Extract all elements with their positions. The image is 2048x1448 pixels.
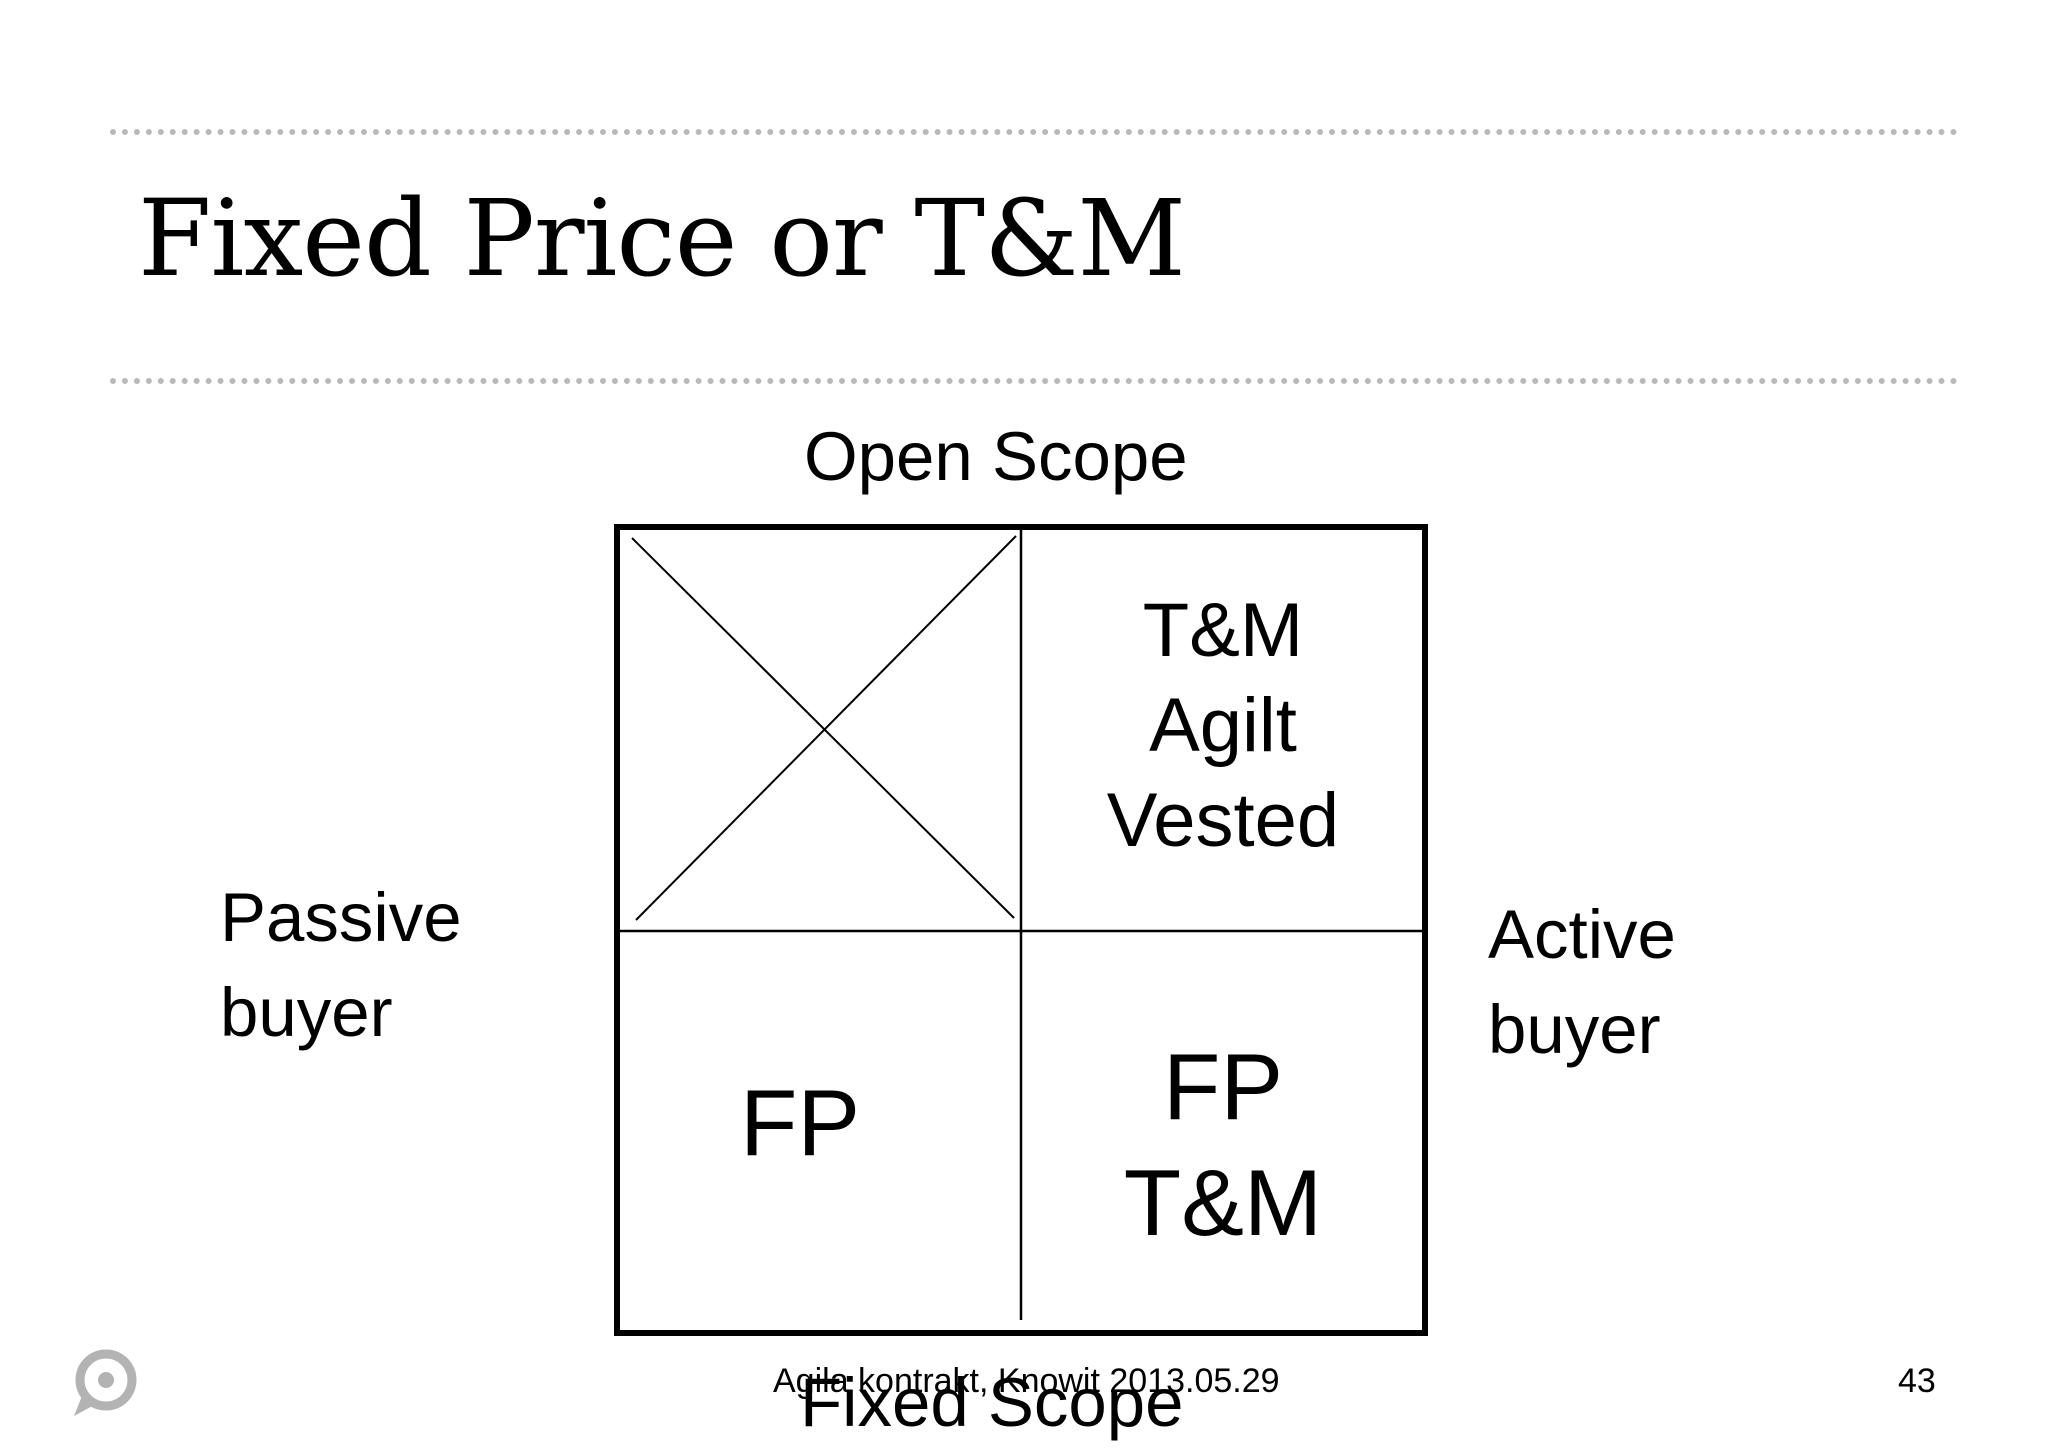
right-label-active-buyer: Active buyer <box>1488 896 1676 1068</box>
bottom-divider <box>110 378 1958 384</box>
cross-line-2 <box>635 535 1017 921</box>
quadrant-top-right-text: T&M Agilt Vested <box>1106 588 1340 863</box>
slide-title: Fixed Price or T&M <box>138 177 1186 300</box>
grid-outer-frame <box>614 524 1428 1336</box>
cross-line-1 <box>631 537 1015 919</box>
axis-label-open-scope: Open Scope <box>804 418 1188 495</box>
left-label-passive-buyer: Passive buyer <box>220 879 462 1051</box>
page-number: 43 <box>1898 1362 1936 1400</box>
top-divider <box>110 129 1958 135</box>
axis-label-fixed-scope: Fixed Scope <box>800 1364 1184 1441</box>
quadrant-bottom-right-text: FP T&M <box>1123 1034 1323 1255</box>
footer-text: Agila kontrakt, Knowit 2013.05.29 <box>773 1362 1280 1400</box>
quadrant-bottom-left-text: FP <box>739 1070 861 1175</box>
speech-bubble-logo-icon <box>74 1349 137 1416</box>
